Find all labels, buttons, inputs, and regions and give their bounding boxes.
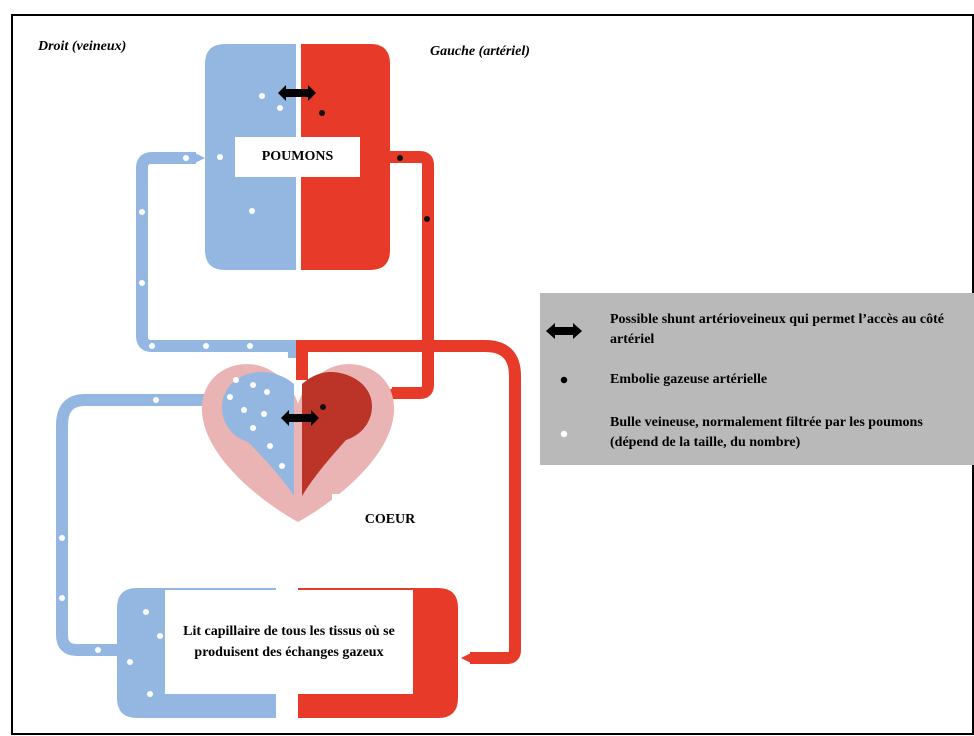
white-dot-icon bbox=[149, 343, 155, 349]
black-dot-icon bbox=[319, 110, 325, 116]
venous-bubbles bbox=[59, 93, 285, 697]
white-dot-icon bbox=[59, 535, 65, 541]
black-dot-icon bbox=[320, 404, 326, 410]
lung-shunt-double-arrow-icon bbox=[278, 85, 316, 101]
white-dot-icon bbox=[147, 691, 153, 697]
white-dot-icon bbox=[139, 209, 145, 215]
lungs-label: POUMONS bbox=[235, 137, 360, 177]
white-dot-icon bbox=[277, 105, 283, 111]
black-dot-icon bbox=[560, 376, 568, 384]
white-dot-icon bbox=[127, 659, 133, 665]
white-dot-icon bbox=[69, 445, 75, 451]
white-dot-icon bbox=[143, 609, 149, 615]
capillary-bed-label: Lit capillaire de tous les tissus où se … bbox=[165, 590, 413, 694]
white-dot-icon bbox=[247, 343, 253, 349]
legend-panel: Possible shunt artérioveineux qui permet… bbox=[540, 293, 974, 465]
heart-label: COEUR bbox=[350, 508, 430, 532]
arterial-emboli bbox=[319, 110, 430, 410]
legend-text-shunt: Possible shunt artérioveineux qui permet… bbox=[610, 312, 945, 347]
legend-text-arterial-embolism: Embolie gazeuse artérielle bbox=[610, 372, 768, 387]
white-dot-icon bbox=[95, 647, 101, 653]
venous-return-path bbox=[56, 394, 213, 656]
white-dot-icon bbox=[560, 430, 568, 438]
white-dot-icon bbox=[153, 397, 159, 403]
black-dot-icon bbox=[397, 155, 403, 161]
white-dot-icon bbox=[261, 411, 267, 417]
right-heart-chamber bbox=[222, 372, 294, 496]
white-dot-icon bbox=[241, 407, 247, 413]
white-dot-icon bbox=[233, 377, 239, 383]
white-dot-icon bbox=[87, 411, 93, 417]
white-dot-icon bbox=[250, 425, 256, 431]
white-dot-icon bbox=[249, 208, 255, 214]
white-dot-icon bbox=[227, 394, 233, 400]
double-arrow-icon bbox=[546, 323, 582, 339]
white-dot-icon bbox=[157, 633, 163, 639]
white-dot-icon bbox=[217, 154, 223, 160]
white-dot-icon bbox=[183, 155, 189, 161]
legend-text-venous-bubble: Bulle veineuse, normalement filtrée par … bbox=[610, 415, 923, 450]
white-dot-icon bbox=[279, 463, 285, 469]
black-dot-icon bbox=[424, 216, 430, 222]
white-dot-icon bbox=[59, 595, 65, 601]
right-side-label: Droit (veineux) bbox=[38, 39, 127, 54]
aorta-path bbox=[296, 340, 521, 664]
pulmonary-vein-path bbox=[383, 151, 434, 399]
white-dot-icon bbox=[264, 389, 270, 395]
heart-shunt-double-arrow-icon bbox=[281, 410, 319, 426]
left-heart-chamber bbox=[302, 372, 372, 496]
white-dot-icon bbox=[139, 280, 145, 286]
heart-shape bbox=[201, 364, 398, 524]
white-dot-icon bbox=[267, 443, 273, 449]
white-dot-icon bbox=[203, 343, 209, 349]
white-dot-icon bbox=[259, 93, 265, 99]
left-side-label: Gauche (artériel) bbox=[430, 44, 530, 59]
white-dot-icon bbox=[250, 382, 256, 388]
